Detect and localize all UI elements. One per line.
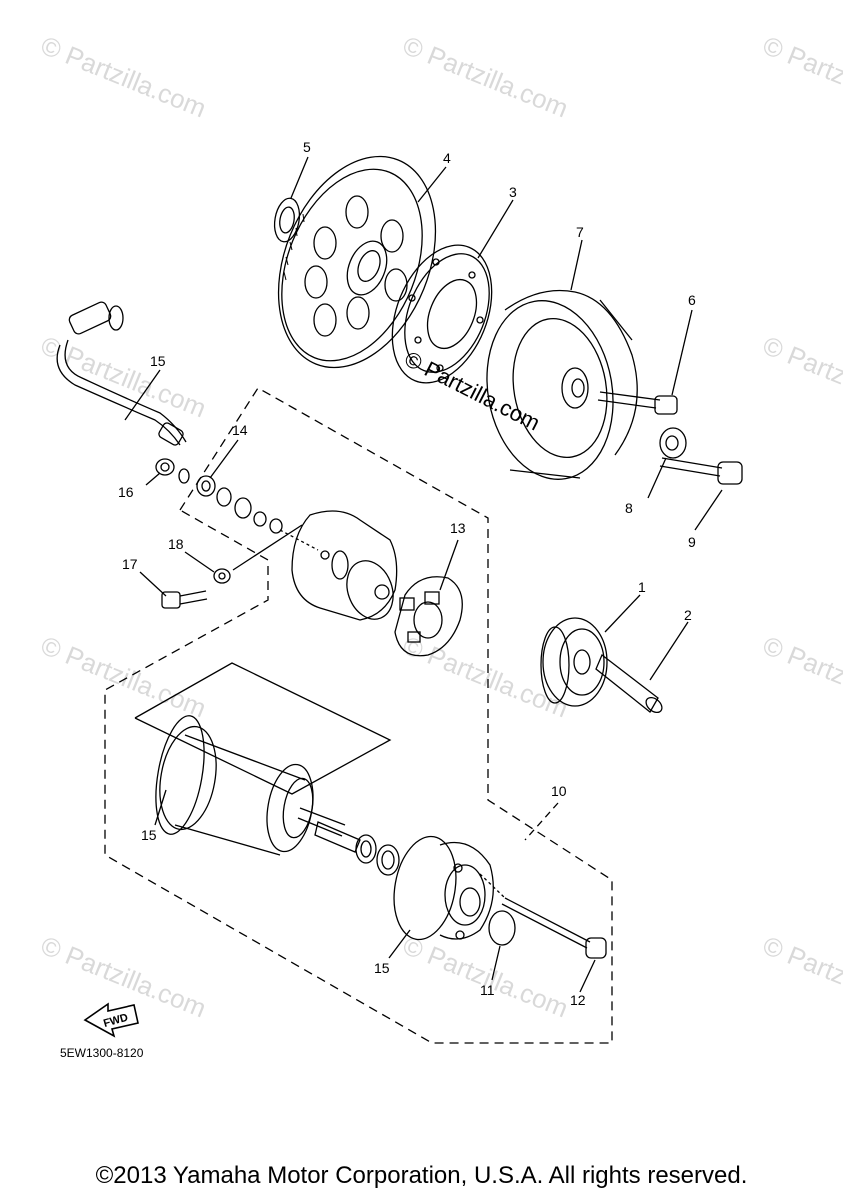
part-2-shaft [595, 653, 663, 714]
fwd-arrow-icon [83, 1002, 139, 1038]
part-6-bolt [597, 391, 678, 415]
part-17-nut [155, 458, 190, 484]
part-armature [155, 715, 361, 856]
leader-17 [145, 472, 161, 486]
callout-8: 8 [625, 500, 633, 516]
part-16-lead-cable [56, 301, 187, 446]
leader-15b [388, 929, 411, 959]
callout-18: 17 [122, 556, 138, 572]
leader-3 [477, 199, 514, 259]
callout-17: 16 [118, 484, 134, 500]
leader-5 [290, 156, 309, 199]
callout-15b: 15 [374, 960, 390, 976]
callout-9: 9 [688, 534, 696, 550]
leader-19b [232, 524, 303, 571]
callout-16: 15 [150, 353, 166, 369]
assembly-outline-upper [104, 387, 613, 1044]
callout-6: 6 [688, 292, 696, 308]
part-19-washer [213, 568, 231, 584]
callout-3: 3 [509, 184, 517, 200]
callout-19: 18 [168, 536, 184, 552]
leader-4 [417, 166, 447, 203]
leader-19 [184, 551, 215, 573]
leader-11 [491, 945, 501, 981]
leader-14 [209, 439, 239, 479]
part-11-o-ring [488, 910, 516, 946]
leader-6 [671, 309, 693, 396]
leader-13 [439, 539, 459, 591]
part-seal-rings [355, 834, 400, 876]
part-code: 5EW1300-8120 [60, 1046, 144, 1060]
callout-10: 10 [551, 783, 567, 799]
leader-1 [604, 594, 641, 633]
leader-18 [139, 571, 167, 597]
callout-15a: 15 [141, 827, 157, 843]
leader-12 [579, 959, 596, 993]
leader-8 [647, 457, 667, 499]
leader-10 [524, 802, 559, 841]
part-1-idler-gear [540, 617, 608, 707]
callout-12: 12 [570, 992, 586, 1008]
callout-14: 14 [232, 422, 248, 438]
callout-2: 2 [684, 607, 692, 623]
part-13-brush-holder [394, 576, 463, 657]
part-14-washer-set [196, 475, 283, 534]
callout-5: 5 [303, 139, 311, 155]
callout-13: 13 [450, 520, 466, 536]
part-5-washer [273, 197, 301, 243]
leader-2 [649, 621, 689, 681]
callout-4: 4 [443, 150, 451, 166]
leader-9 [694, 489, 723, 531]
part-front-cover [393, 835, 494, 941]
leader-15a [154, 789, 167, 826]
part-4-gear [277, 155, 437, 369]
part-8-washer [659, 427, 687, 459]
callout-7: 7 [576, 224, 584, 240]
callout-1: 1 [638, 579, 646, 595]
copyright-notice: ©2013 Yamaha Motor Corporation, U.S.A. A… [95, 1162, 748, 1189]
leader-16 [124, 369, 161, 421]
part-7-rotor [486, 289, 638, 480]
part-18-bolt [161, 590, 208, 609]
assembly-outline-inner [134, 662, 392, 795]
part-3-clutch [391, 244, 493, 384]
part-motor-end-cover [279, 510, 398, 621]
leader-7 [570, 239, 583, 291]
fwd-label: FWD [102, 1012, 129, 1030]
part-9-bolt [659, 457, 743, 485]
part-12-long-bolt [501, 897, 607, 959]
callout-11: 11 [480, 982, 495, 998]
